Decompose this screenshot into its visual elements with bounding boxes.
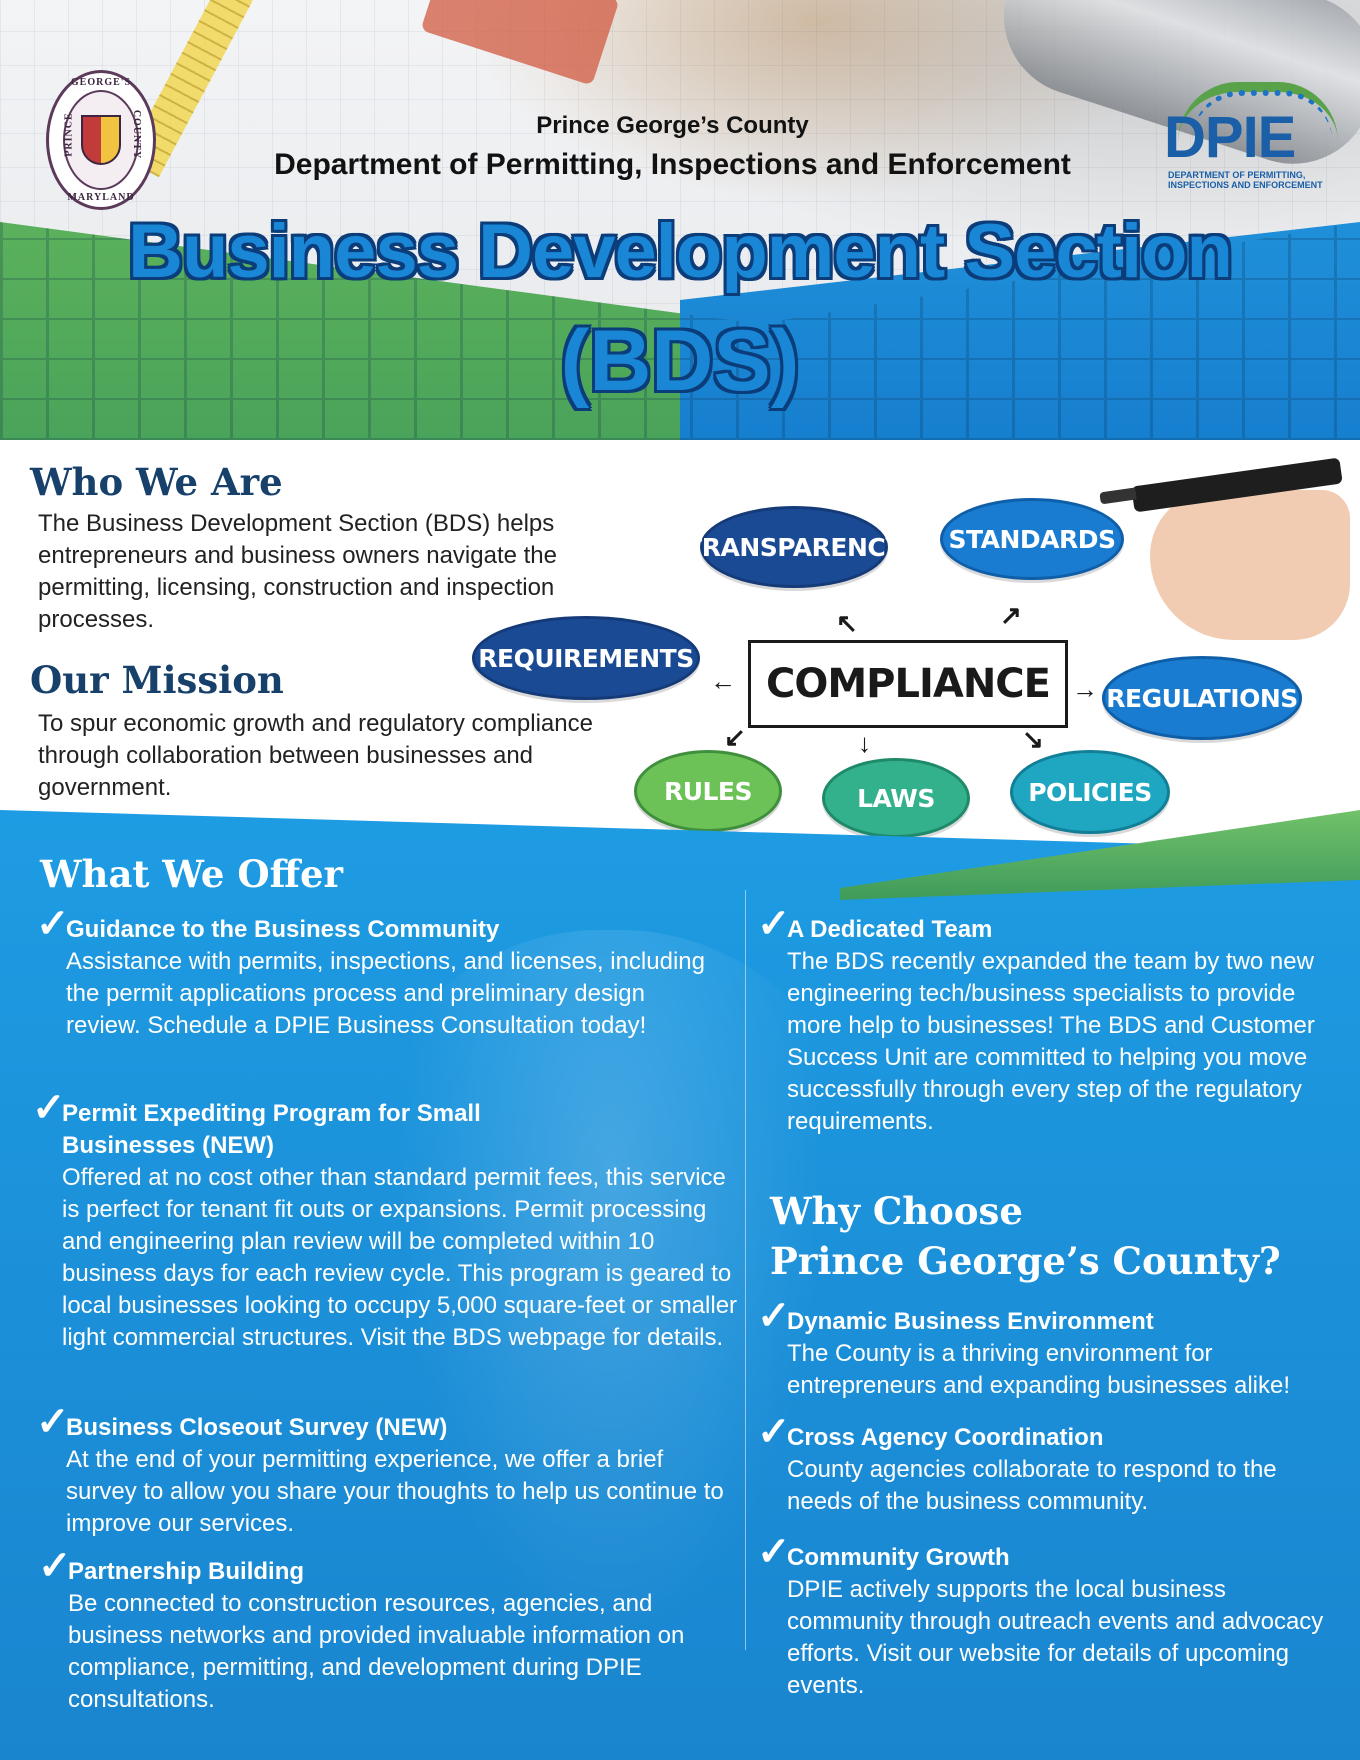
offer-item-title: A Dedicated Team — [787, 916, 993, 943]
arrow-right-icon: → — [1072, 674, 1098, 704]
offer-item-title: Partnership Building — [68, 1558, 305, 1585]
checkmark-icon: ✓ — [38, 1544, 72, 1588]
node-rules: RULES — [634, 750, 782, 832]
who-we-are-text: The Business Development Section (BDS) h… — [38, 510, 557, 633]
dpie-logo: DPIE DEPARTMENT OF PERMITTING, INSPECTIO… — [1162, 82, 1340, 194]
mission-heading: Our Mission — [30, 658, 284, 702]
blue-background — [0, 810, 1360, 1760]
shop-owner-photo — [360, 930, 860, 1730]
node-laws: LAWS — [822, 758, 970, 838]
logo-arc-dots — [1192, 90, 1332, 140]
checkmark-icon: ✓ — [757, 1294, 791, 1338]
logo-wordmark: DPIE — [1164, 105, 1296, 170]
checkmark-icon: ✓ — [757, 1530, 791, 1574]
why-choose-heading: Why Choose Prince George’s County? — [770, 1186, 1281, 1286]
seal-emblem — [63, 90, 139, 190]
logo-subtitle: DEPARTMENT OF PERMITTING, INSPECTIONS AN… — [1168, 170, 1323, 190]
logo-subtitle-line1: DEPARTMENT OF PERMITTING, — [1168, 170, 1306, 180]
offer-item: ✓ Business Closeout Survey (NEW) At the … — [36, 1402, 726, 1540]
why-item-text: DPIE actively supports the local busines… — [787, 1576, 1324, 1699]
checkmark-icon: ✓ — [32, 1086, 66, 1130]
compliance-box: COMPLIANCE — [748, 640, 1068, 728]
county-name: Prince George’s County — [536, 112, 809, 139]
why-item-title: Dynamic Business Environment — [787, 1308, 1154, 1335]
logo-arc — [1178, 82, 1338, 142]
offer-item: ✓ Guidance to the Business Community Ass… — [36, 904, 726, 1042]
checkmark-icon: ✓ — [36, 1400, 70, 1444]
offer-item-title: Guidance to the Business Community — [66, 916, 500, 943]
seal-text-top: GEORGE'S — [70, 77, 132, 88]
offer-item-title: Business Closeout Survey (NEW) — [66, 1414, 448, 1441]
arrow-up-left-icon: ↖ — [836, 608, 858, 638]
hand-graphic — [1150, 490, 1350, 640]
checkmark-icon: ✓ — [757, 902, 791, 946]
node-requirements: REQUIREMENTS — [472, 616, 700, 700]
why-item-title: Cross Agency Coordination — [787, 1424, 1104, 1451]
arrow-down-icon: ↓ — [858, 728, 871, 758]
why-choose-heading-line1: Why Choose — [770, 1189, 1023, 1233]
seal-text-bottom: MARYLAND — [67, 192, 135, 203]
offer-item: ✓ Permit Expediting Program for Small Bu… — [32, 1088, 742, 1354]
column-divider — [745, 890, 746, 1650]
compliance-diagram: TRANSPARENCY STANDARDS REQUIREMENTS REGU… — [460, 450, 1360, 850]
why-item-title: Community Growth — [787, 1544, 1010, 1571]
offer-item-text: The BDS recently expanded the team by tw… — [787, 948, 1315, 1135]
node-transparency: TRANSPARENCY — [685, 506, 903, 588]
offer-item-text: Be connected to construction resources, … — [68, 1590, 685, 1713]
offer-item-text: Offered at no cost other than standard p… — [62, 1164, 738, 1351]
offer-section: What We Offer ✓ Guidance to the Business… — [0, 810, 1360, 1760]
why-item-text: The County is a thriving environment for… — [787, 1340, 1291, 1399]
offer-item-text: At the end of your permitting experience… — [66, 1446, 724, 1537]
offer-item-text: Assistance with permits, inspections, an… — [66, 948, 705, 1039]
why-choose-heading-line2: Prince George’s County? — [770, 1239, 1281, 1283]
arrow-down-right-icon: ↘ — [1022, 724, 1044, 754]
logo-subtitle-line2: INSPECTIONS AND ENFORCEMENT — [1168, 180, 1323, 190]
why-item: ✓ Cross Agency Coordination County agenc… — [757, 1412, 1307, 1518]
why-item-text: County agencies collaborate to respond t… — [787, 1456, 1277, 1515]
header-banner: GEORGE'S MARYLAND PRINCE COUNTY Prince G… — [0, 0, 1360, 440]
department-name: Department of Permitting, Inspections an… — [274, 148, 1071, 181]
county-seal: GEORGE'S MARYLAND PRINCE COUNTY — [46, 70, 156, 210]
hand-with-marker-image — [1099, 457, 1360, 640]
node-policies: POLICIES — [1010, 750, 1170, 834]
shield-icon — [81, 115, 121, 165]
what-we-offer-heading: What We Offer — [40, 852, 343, 896]
node-standards: STANDARDS — [940, 498, 1124, 580]
page-title: Business Development Section — [128, 209, 1233, 294]
checkmark-icon: ✓ — [757, 1410, 791, 1454]
node-regulations: REGULATIONS — [1102, 656, 1302, 740]
why-item: ✓ Dynamic Business Environment The Count… — [757, 1296, 1347, 1402]
why-item: ✓ Community Growth DPIE actively support… — [757, 1532, 1337, 1702]
offer-item-title: Permit Expediting Program for Small Busi… — [62, 1100, 481, 1159]
arrow-down-left-icon: ↙ — [724, 722, 746, 752]
arrow-up-right-icon: ↗ — [1000, 600, 1022, 630]
mission-text: To spur economic growth and regulatory c… — [38, 710, 593, 801]
who-we-are-heading: Who We Are — [30, 460, 283, 504]
page-title-abbreviation: (BDS) — [560, 313, 800, 409]
arrow-left-icon: ← — [710, 666, 736, 696]
offer-item: ✓ A Dedicated Team The BDS recently expa… — [757, 904, 1337, 1138]
checkmark-icon: ✓ — [36, 902, 70, 946]
offer-item: ✓ Partnership Building Be connected to c… — [38, 1546, 736, 1716]
